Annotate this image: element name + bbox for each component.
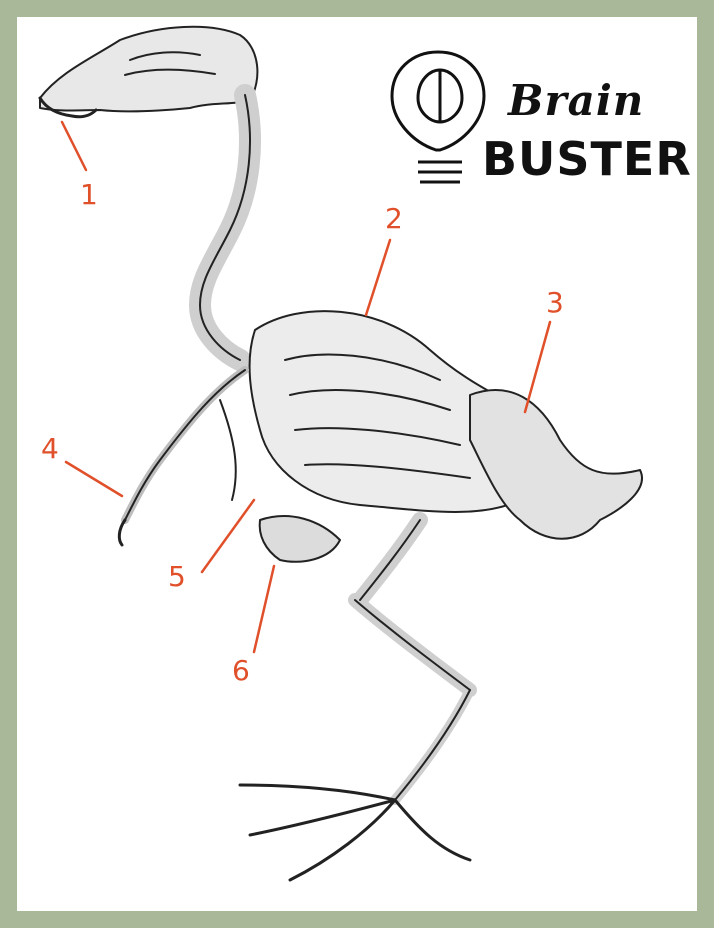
callout-number-6: 6	[232, 654, 250, 687]
brain-lightbulb-icon	[392, 52, 484, 182]
callout-line-5	[202, 500, 254, 572]
callout-number-2: 2	[385, 202, 403, 235]
logo-line-2: BUSTER	[482, 132, 692, 186]
callout-number-3: 3	[546, 286, 564, 319]
wing-claw	[119, 520, 125, 545]
skull	[40, 27, 257, 112]
neck	[200, 95, 250, 360]
logo-line-1: Brain	[508, 76, 644, 125]
callout-number-4: 4	[41, 432, 59, 465]
callout-number-1: 1	[80, 178, 98, 211]
sternum	[260, 516, 340, 562]
pelvis	[470, 390, 642, 539]
callout-line-4	[66, 462, 122, 496]
callout-line-3	[525, 322, 550, 412]
callout-line-6	[254, 566, 274, 652]
wing	[125, 370, 245, 520]
callout-line-2	[366, 240, 390, 315]
tarsus	[395, 690, 470, 800]
callout-line-1	[62, 122, 86, 170]
toes	[240, 785, 470, 880]
callout-number-5: 5	[168, 560, 186, 593]
